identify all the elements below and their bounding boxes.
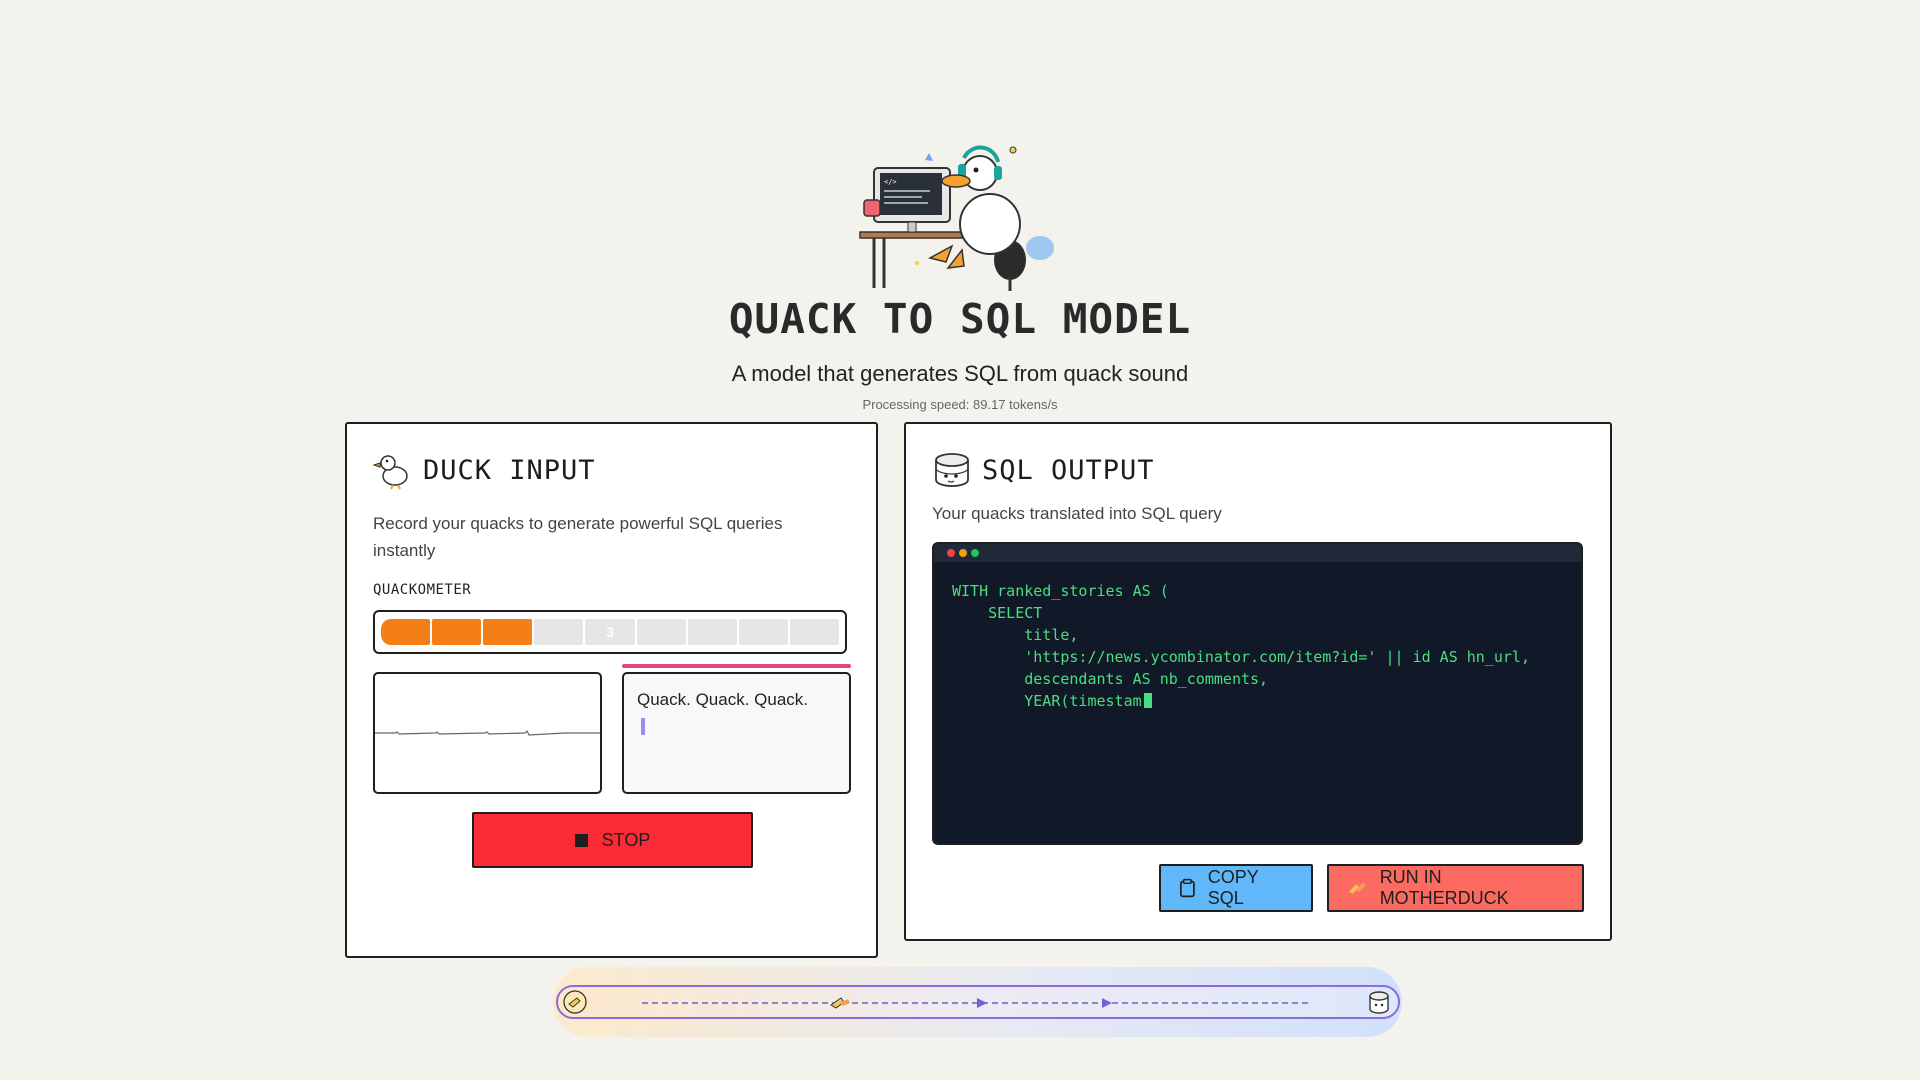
recording-indicator-bar	[622, 664, 851, 668]
sql-output-title: SQL OUTPUT	[982, 454, 1155, 486]
quackometer-segment	[534, 619, 584, 645]
hero: </> QUACK TO SQL MODEL A model that gene…	[0, 128, 1920, 412]
terminal-titlebar	[934, 544, 1581, 562]
motherduck-icon	[1348, 882, 1366, 894]
svg-text:</>: </>	[884, 178, 897, 186]
sql-output-description: Your quacks translated into SQL query	[932, 504, 1222, 523]
processing-speed: Processing speed: 89.17 tokens/s	[862, 397, 1058, 412]
quackometer: 3	[373, 610, 847, 654]
quackometer-segment	[789, 619, 839, 645]
stop-button[interactable]: STOP	[472, 812, 753, 868]
page-subtitle: A model that generates SQL from quack so…	[731, 361, 1189, 386]
sql-output-header: SQL OUTPUT	[932, 450, 1155, 490]
quackometer-segment	[738, 619, 788, 645]
flow-dashed-line	[642, 1002, 1308, 1004]
database-icon	[935, 453, 969, 487]
waveform-line	[375, 729, 600, 736]
duck-input-header: DUCK INPUT	[373, 450, 596, 490]
duck-input-card: DUCK INPUT Record your quacks to generat…	[345, 422, 878, 958]
stop-square-icon	[574, 833, 588, 847]
transcript-box: Quack. Quack. Quack.	[622, 672, 851, 794]
flying-duck-icon	[830, 997, 850, 1009]
quackometer-segment	[381, 619, 431, 645]
stop-label: STOP	[601, 829, 651, 850]
maximize-dot	[971, 549, 979, 557]
audio-waveform	[373, 672, 602, 794]
run-in-motherduck-label: RUN IN MOTHERDUCK	[1379, 867, 1509, 908]
arrow-right-icon	[977, 998, 987, 1008]
copy-sql-button[interactable]: COPY SQL	[1159, 864, 1313, 912]
quackometer-segment	[636, 619, 686, 645]
quack-to-sql-flow	[556, 985, 1400, 1019]
quackometer-segment	[432, 619, 482, 645]
quackometer-count: 3	[585, 619, 635, 645]
transcript-text: Quack. Quack. Quack.	[637, 690, 809, 709]
quackometer-segment	[483, 619, 533, 645]
quackometer-label: QUACKOMETER	[373, 582, 472, 598]
minimize-dot	[959, 549, 967, 557]
run-in-motherduck-button[interactable]: RUN IN MOTHERDUCK	[1327, 864, 1584, 912]
clipboard-icon	[1180, 878, 1195, 898]
duck-start-icon	[563, 990, 587, 1014]
close-dot	[947, 549, 955, 557]
duck-icon	[373, 455, 408, 490]
sql-output-card: SQL OUTPUT Your quacks translated into S…	[904, 422, 1612, 941]
database-end-icon	[1369, 991, 1389, 1014]
text-caret	[641, 718, 645, 735]
arrow-right-icon	[1102, 998, 1112, 1008]
sql-code: WITH ranked_stories AS ( SELECT title, '…	[934, 562, 1581, 730]
page-title: QUACK TO SQL MODEL	[728, 295, 1192, 343]
duck-at-desk-illustration: </>	[859, 145, 1054, 291]
sql-code-text: WITH ranked_stories AS ( SELECT title, '…	[952, 582, 1530, 710]
sql-terminal: WITH ranked_stories AS ( SELECT title, '…	[932, 542, 1583, 845]
duck-input-title: DUCK INPUT	[423, 454, 596, 486]
output-actions: COPY SQL RUN IN MOTHERDUCK	[1159, 864, 1584, 912]
text-cursor	[1143, 693, 1152, 708]
quackometer-segment	[687, 619, 737, 645]
duck-input-description: Record your quacks to generate powerful …	[373, 514, 783, 560]
copy-sql-label: COPY SQL	[1207, 867, 1259, 908]
